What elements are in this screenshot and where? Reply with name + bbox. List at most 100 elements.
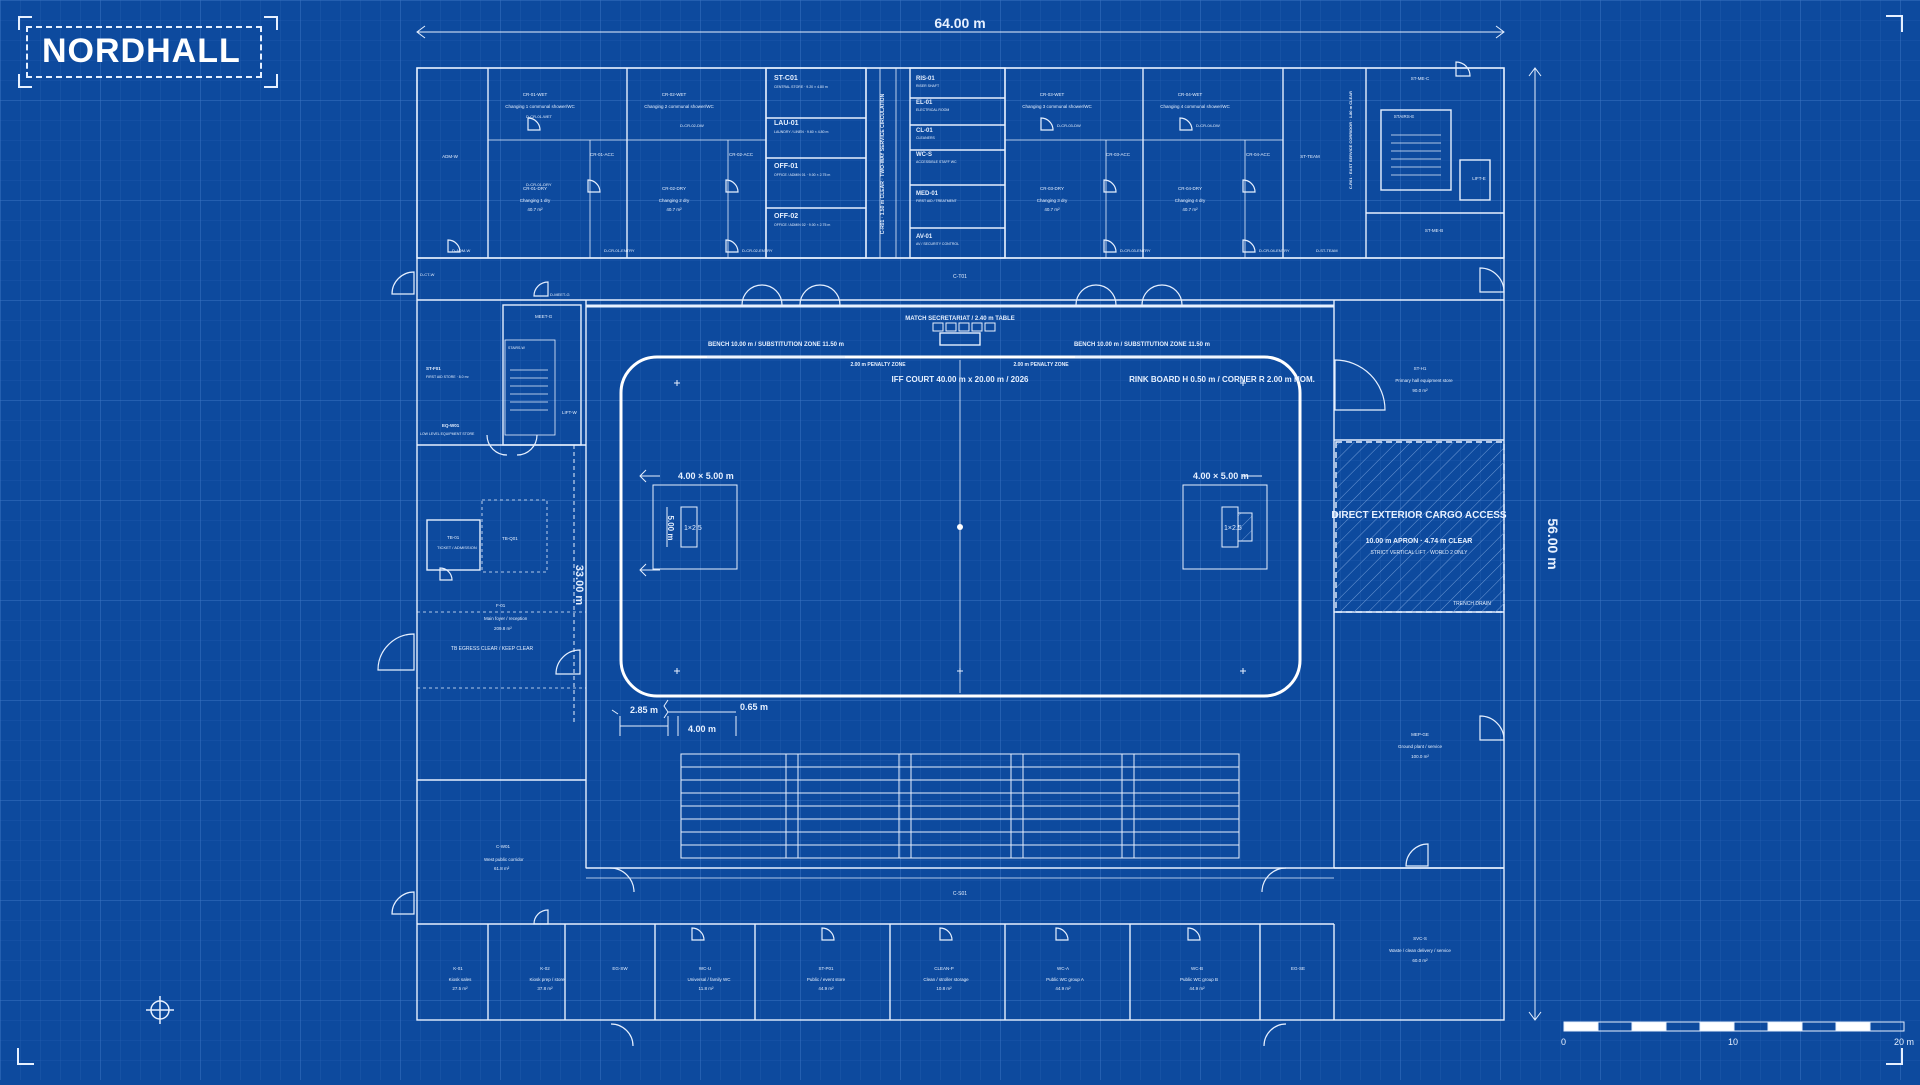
door-tag: D-ADM-W — [452, 248, 470, 253]
goal-crease-left — [680, 506, 698, 548]
frame-corner-tl — [18, 16, 32, 30]
room-label: WC-A — [1057, 966, 1069, 971]
goal-depth-label: 5.00 m — [666, 516, 675, 541]
room-note: 44.9 m² — [1189, 986, 1205, 991]
room-label: ADM-W — [442, 154, 458, 159]
north-corridor-label: C-T01 — [953, 274, 967, 280]
room-note: 44.9 m² — [1055, 986, 1071, 991]
room-note: West public corridor — [484, 857, 524, 862]
room-label: TB-01 — [447, 535, 460, 540]
room-note: Changing 1 dry — [520, 198, 551, 203]
room-label: F-01 — [496, 603, 506, 608]
room-note: Changing 2 dry — [659, 198, 690, 203]
tech-room-id: WC-S — [916, 152, 932, 158]
room-label: CR-01-ACC — [590, 152, 615, 157]
door-tag: D-CR-02-DW — [680, 123, 704, 128]
room-label: ST-ME-B — [1425, 228, 1443, 233]
room-note: Universal / family WC — [687, 977, 731, 982]
room-label: EQ-W01 — [442, 423, 460, 428]
door-tag: D-CR-04-ENTRY — [1259, 248, 1290, 253]
tech-room-note: RISER SHAFT — [916, 84, 940, 88]
room-note: 40.7 m² — [1182, 207, 1198, 212]
room-label: STAIRS-E — [1394, 114, 1414, 119]
room-note: Ground plant / service — [1398, 744, 1443, 749]
room-label: CR-01-WET — [523, 92, 548, 97]
dim-boards-label: 0.65 m — [740, 702, 768, 712]
room-label: CR-03-DRY — [1040, 186, 1064, 191]
dim-width-label: 64.00 m — [934, 15, 985, 31]
door-tag: D-ST-TEAM — [1316, 248, 1338, 253]
room-label: STAIRS-W — [508, 346, 526, 350]
room-label: CLEAN-P — [934, 966, 954, 971]
stairs-west — [510, 369, 548, 411]
room-label: C-W01 — [496, 844, 510, 849]
room-note: Changing 4 dry — [1175, 198, 1206, 203]
room-label: CR-03-WET — [1040, 92, 1065, 97]
service-room-id: LAU-01 — [774, 120, 799, 127]
room-note: 37.8 m² — [537, 986, 553, 991]
room-note: 10.8 m² — [936, 986, 952, 991]
door-tag: D-MEET-G — [550, 292, 570, 297]
room-label: CR-01-DRY — [523, 186, 547, 191]
room-label: EG-SW — [612, 966, 628, 971]
tech-room-note: AV / SECURITY CONTROL — [916, 242, 959, 246]
bleacher-stand — [680, 753, 1240, 859]
south-corridor-label: C-S01 — [953, 891, 967, 897]
service-room-id: OFF-01 — [774, 163, 798, 170]
room-label: WC-U — [699, 966, 711, 971]
dim-offset-label: 4.00 m — [688, 724, 716, 734]
door-tag: D-CR-01-DRY — [526, 182, 552, 187]
crosshair-icon — [146, 996, 174, 1024]
scale-label-0: 0 — [1561, 1037, 1566, 1047]
frame-corner-br — [264, 74, 278, 88]
door-tag: D-CT-W — [420, 272, 435, 277]
service-room-note: OFFICE / ADMIN 02 · 9.00 × 2.75 m — [774, 223, 830, 227]
service-room-note: OFFICE / ADMIN 01 · 9.00 × 2.75 m — [774, 173, 830, 177]
room-note: 44.9 m² — [818, 986, 834, 991]
room-note: 40.7 m² — [666, 207, 682, 212]
room-label: TB-Q01 — [502, 536, 518, 541]
tech-room-id: EL-01 — [916, 100, 933, 106]
dim-west-label: 33.00 m — [573, 565, 585, 606]
service-room-note: LAUNDRY / LINEN · 9.60 × 4.80 m — [774, 130, 829, 134]
room-note: 27.5 m² — [452, 986, 468, 991]
cargo-title: DIRECT EXTERIOR CARGO ACCESS — [1331, 510, 1507, 521]
room-label: CR-04-DRY — [1178, 186, 1202, 191]
room-label: CR-02-ACC — [729, 152, 754, 157]
tech-room-id: CL-01 — [916, 128, 933, 134]
room-label: ST-TEAM — [1300, 154, 1320, 159]
room-label: K-02 — [540, 966, 550, 971]
room-note: Changing 2 communal shower/WC — [644, 104, 714, 109]
room-label: LIFT-E — [1472, 176, 1486, 181]
room-note: Main foyer / reception — [484, 616, 528, 621]
room-note: Clean / stroller storage — [923, 977, 969, 982]
room-note: Changing 1 communal shower/WC — [505, 104, 575, 109]
room-label: K-01 — [453, 966, 463, 971]
service-room-id: ST-C01 — [774, 75, 798, 82]
room-label: ST-P01 — [818, 966, 834, 971]
faceoff-marks — [674, 380, 1246, 674]
room-note: 90.0 m² — [1412, 388, 1428, 393]
room-label: ST-H1 — [1414, 366, 1427, 371]
room-note: TICKET / ADMISSION — [437, 545, 477, 550]
cargo-drain-label: TRENCH DRAIN — [1453, 601, 1491, 607]
room-note: Primary hall equipment store — [1395, 378, 1453, 383]
penalty-left-label: 2.00 m PENALTY ZONE — [850, 362, 906, 368]
scale-label-20: 20 m — [1894, 1037, 1914, 1047]
dim-corner-label: 2.85 m — [630, 705, 658, 715]
service-room-id: OFF-02 — [774, 213, 798, 220]
goal-mark-right-label: 1×2.5 — [1224, 525, 1242, 532]
tech-room-note: CLEANERS — [916, 136, 936, 140]
room-note: Waste / clean delivery / service — [1389, 948, 1451, 953]
court-centre-spot — [957, 524, 963, 530]
tech-room-note: ELECTRICAL ROOM — [916, 108, 949, 112]
door-tag: D-CR-03-DW — [1057, 123, 1081, 128]
room-label: WC-B — [1191, 966, 1203, 971]
bench-right-label: BENCH 10.00 m / SUBSTITUTION ZONE 11.50 … — [1074, 342, 1210, 348]
secretariat-seats — [932, 322, 996, 332]
room-label: LIFT-W — [562, 410, 578, 415]
scale-bar — [1563, 1021, 1905, 1032]
room-note: 40.7 m² — [527, 207, 543, 212]
room-note: 100.0 m² — [1411, 754, 1429, 759]
